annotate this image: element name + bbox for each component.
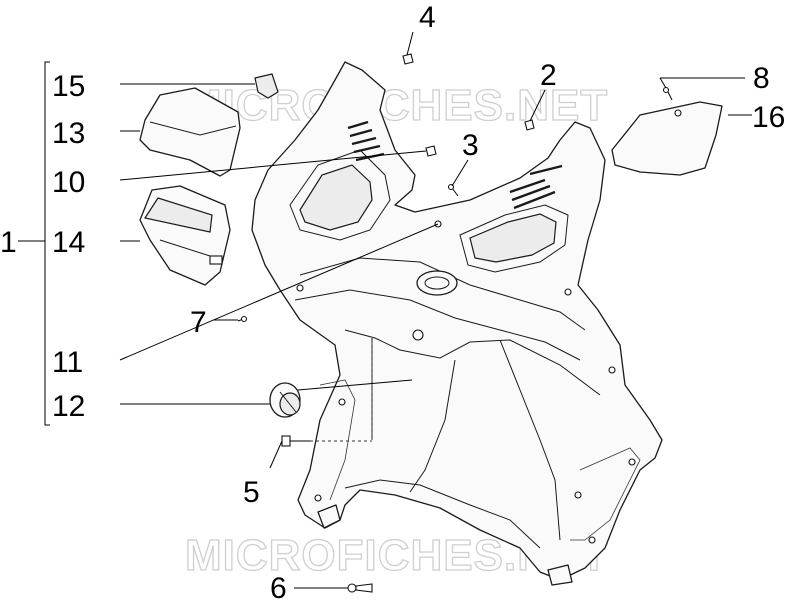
part-7-screw (237, 315, 248, 323)
callout-13: 13 (52, 117, 85, 150)
part-16-right-cover (611, 101, 723, 176)
part-15-clip (254, 73, 279, 99)
part-10-clip (425, 145, 437, 157)
part-2-clip (524, 119, 535, 131)
right-vent-grille (509, 164, 563, 210)
callout-7: 7 (190, 306, 207, 339)
part-8-screw (662, 86, 673, 101)
callout-4: 4 (419, 1, 436, 34)
callout-12: 12 (52, 390, 85, 423)
callout-8: 8 (753, 62, 770, 95)
part-4-nut (402, 53, 414, 65)
leg-shield-body (251, 61, 663, 586)
leader-lines (18, 31, 752, 589)
callout-6: 6 (270, 572, 287, 600)
callout-10: 10 (52, 166, 85, 199)
part-14-glove-box (139, 185, 231, 286)
callout-15: 15 (52, 70, 85, 103)
callout-2: 2 (540, 59, 557, 92)
part-12-knob (269, 382, 301, 418)
part-6-screw (347, 583, 373, 593)
callout-11: 11 (52, 346, 83, 379)
part-3-screw (447, 183, 459, 197)
callout-16: 16 (752, 101, 785, 134)
callout-5: 5 (243, 476, 260, 509)
callout-1: 1 (0, 226, 17, 259)
callout-3: 3 (462, 129, 479, 162)
callout-14: 14 (52, 226, 85, 259)
